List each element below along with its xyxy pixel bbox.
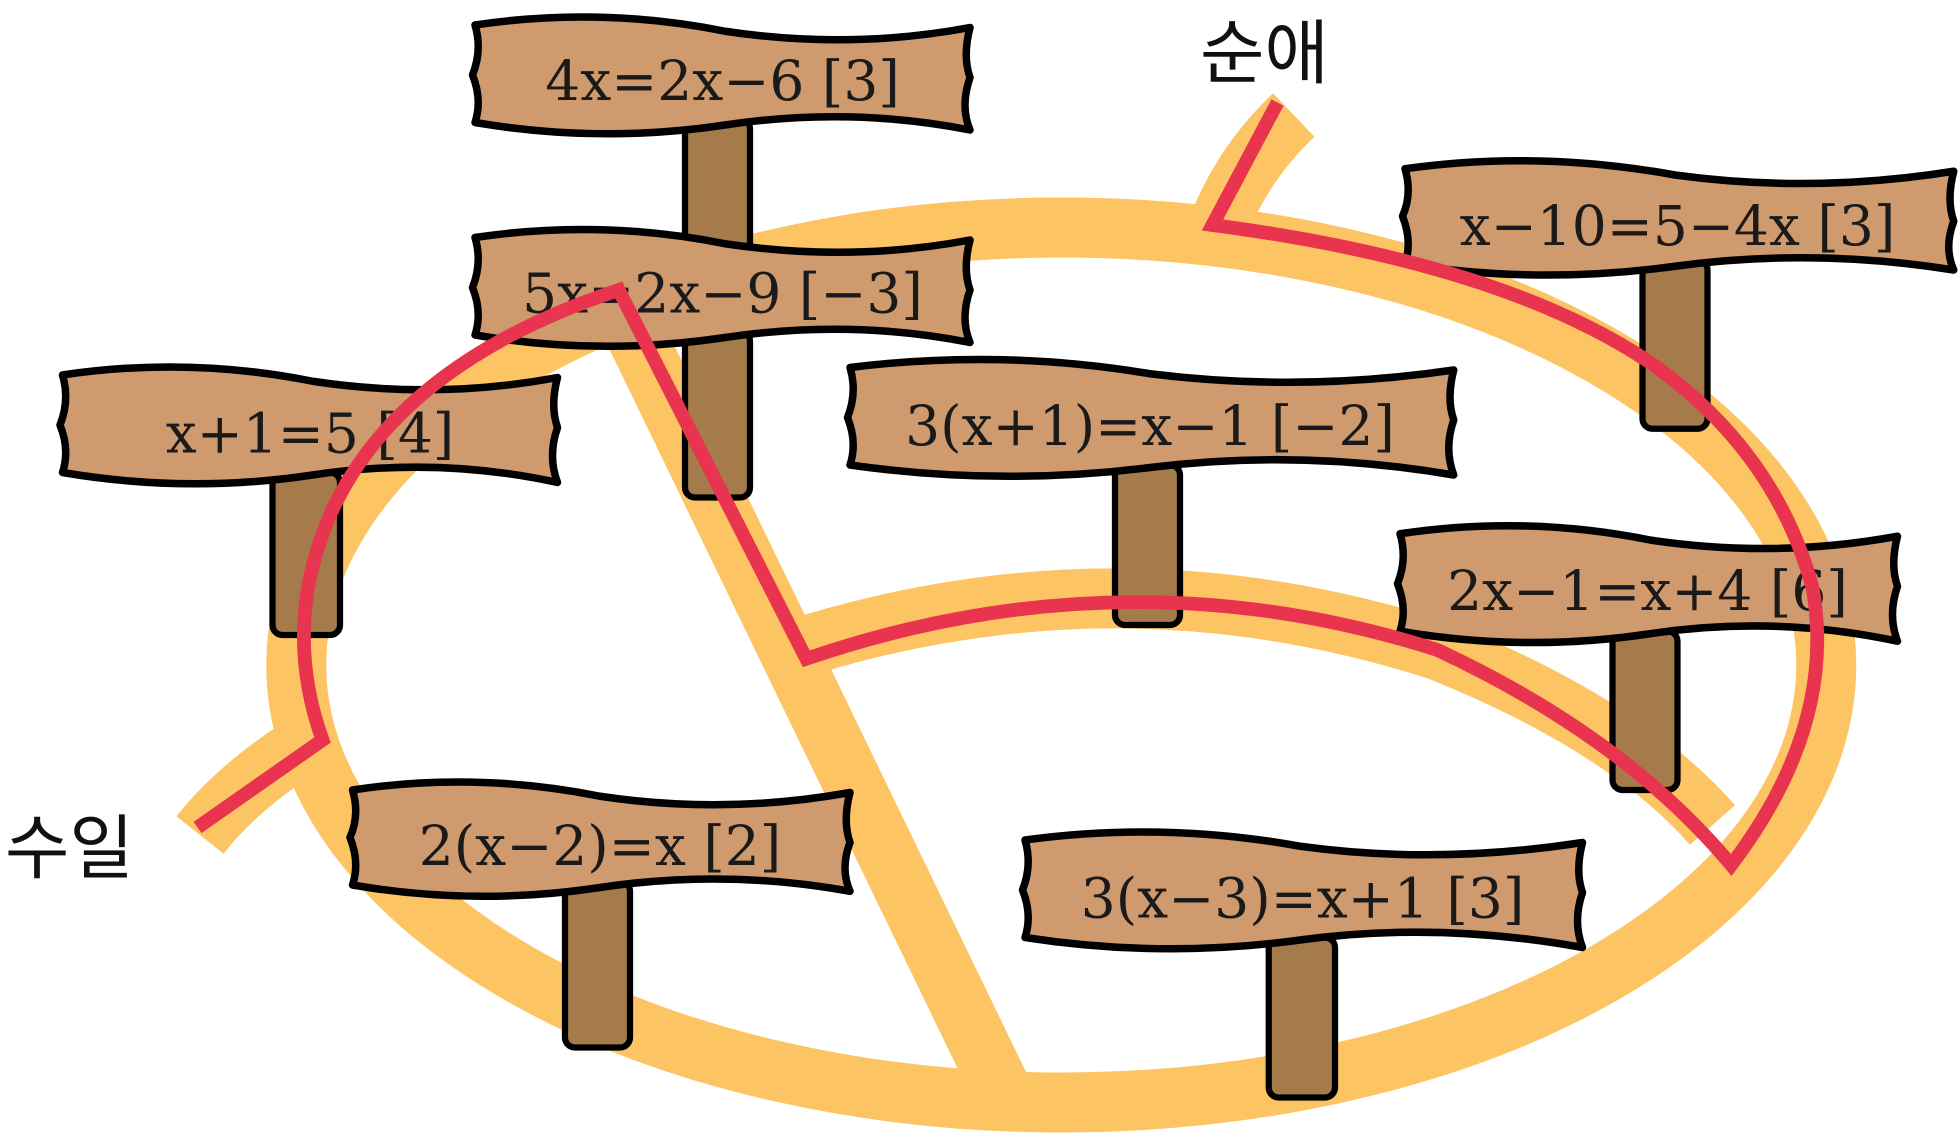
sign-8: 3(x−3)=x+1 [3] [1018,828,1587,953]
sign-post [561,878,634,1051]
sign-board [56,363,562,488]
sign-equation: 2(x−2)=x [419,814,686,878]
sign-equation: 3(x−3)=x+1 [1081,867,1429,931]
label-suil: 수일 [5,808,134,890]
sign-board [468,225,974,350]
sign-equation: 3(x+1)=x−1 [905,394,1253,458]
sign-board [1018,828,1587,953]
svg-text:2x−1=x+4 [6]: 2x−1=x+4 [6] [1447,559,1848,623]
svg-text:x−10=5−4x [3]: x−10=5−4x [3] [1460,194,1896,258]
sign-board [346,778,854,900]
svg-text:3(x−3)=x+1 [3]: 3(x−3)=x+1 [3] [1081,867,1525,931]
sign-equation: x+1=5 [166,402,359,466]
svg-text:4x=2x−6 [3]: 4x=2x−6 [3] [545,49,900,113]
orange-ellipse-path [266,197,1857,1133]
sign-answer: [3] [822,49,900,113]
sign-answer: [−3] [799,262,923,326]
sign-2: 5x=2x−9 [−3] [468,225,974,350]
sign-board [1393,521,1902,647]
sign-7: 2(x−2)=x [2] [346,778,854,900]
sign-answer: [3] [1817,194,1895,258]
sign-4: 3(x+1)=x−1 [−2] [843,355,1458,481]
sign-answer: [3] [1446,867,1524,931]
sign-5: x−10=5−4x [3] [1398,156,1958,279]
svg-text:5x=2x−9 [−3]: 5x=2x−9 [−3] [522,262,923,326]
svg-text:3(x+1)=x−1 [−2]: 3(x+1)=x−1 [−2] [905,394,1395,458]
sign-post [1265,934,1339,1101]
sign-equation: x−10=5−4x [1460,194,1800,258]
label-suna: 순애 [1200,13,1329,95]
sign-answer: [2] [703,814,781,878]
sign-answer: [−2] [1271,394,1395,458]
sign-3: x+1=5 [4] [56,363,562,488]
red-route-path [193,99,1825,877]
sign-board [468,13,974,138]
sign-1: 4x=2x−6 [3] [468,13,974,138]
svg-text:2(x−2)=x [2]: 2(x−2)=x [2] [419,814,782,878]
sign-6: 2x−1=x+4 [6] [1393,521,1902,647]
sign-equation: 4x=2x−6 [545,49,804,113]
signs: 4x=2x−6 [3] 5x=2x−9 [−3] x+1=5 [4] 3(x+1… [56,13,1958,953]
svg-text:x+1=5 [4]: x+1=5 [4] [166,402,455,466]
sign-equation: 2x−1=x+4 [1447,559,1752,623]
sign-board [843,355,1458,481]
